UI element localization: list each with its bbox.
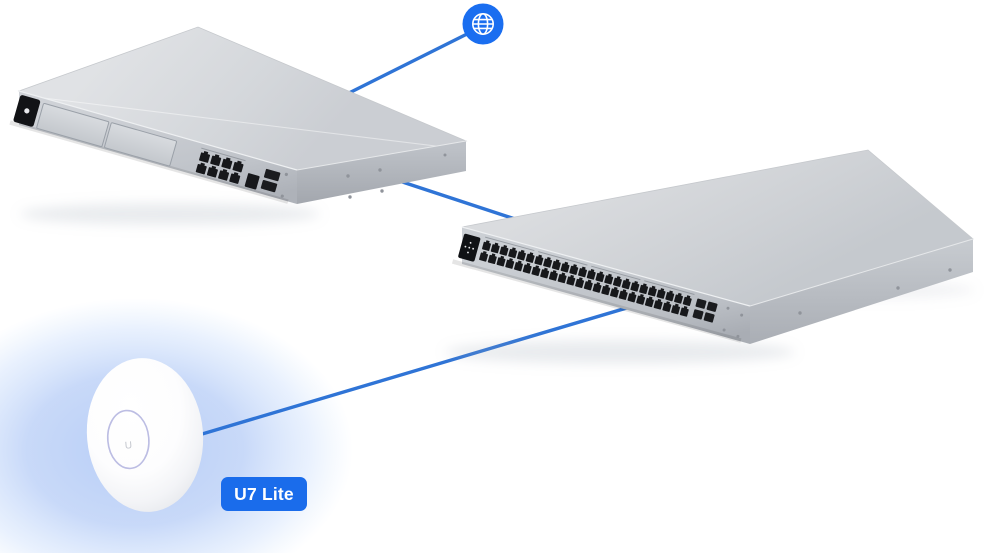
gateway-rj45-port xyxy=(244,173,260,190)
switch-front-screws xyxy=(722,306,744,338)
ap-label-text: U7 Lite xyxy=(234,483,294,504)
device-shadows xyxy=(20,203,975,364)
gateway-device xyxy=(9,26,468,204)
gateway-lid-seam xyxy=(26,95,453,149)
connection-line-internet-gateway xyxy=(343,24,485,97)
gateway-sfp-port-1 xyxy=(263,168,281,182)
switch-bottom-lip xyxy=(451,259,742,343)
gateway-bottom-lip xyxy=(9,120,289,204)
switch-side-top-edge xyxy=(749,238,974,307)
ubiquiti-logo: U xyxy=(124,440,132,452)
switch-front-top-edge xyxy=(461,226,751,307)
gateway-ethernet-ports xyxy=(195,151,244,184)
gateway-side-top-edge xyxy=(296,140,467,171)
switch-device xyxy=(451,149,974,344)
switch-sfp-ports xyxy=(692,298,718,323)
gateway-front-top-edge xyxy=(18,90,298,171)
switch-side-face xyxy=(750,239,973,344)
switch-side-screws xyxy=(798,268,952,315)
gateway-front-screws xyxy=(280,172,288,198)
gateway-side-screws xyxy=(346,153,447,199)
gateway-drive-bay-1 xyxy=(36,102,110,148)
switch-screen-dots xyxy=(464,241,475,254)
gateway-sfp-port-2 xyxy=(260,179,278,193)
gateway-drive-bay-2 xyxy=(104,122,178,167)
gateway-front-panel xyxy=(9,95,289,204)
switch-front-panel xyxy=(451,233,744,343)
gateway-side-face xyxy=(297,141,466,204)
gateway-top-face xyxy=(17,26,468,171)
switch-ethernet-ports xyxy=(479,240,692,317)
internet-node xyxy=(462,3,504,45)
ap-label-badge: U7 Lite xyxy=(221,477,307,511)
connection-line-switch-ap xyxy=(190,302,642,439)
gateway-port-divider xyxy=(201,147,246,162)
ap-led-ring xyxy=(106,409,150,470)
switch-port-dividers xyxy=(485,236,695,295)
globe-icon xyxy=(471,13,494,35)
gateway-screen-dot xyxy=(24,108,30,114)
ap-body xyxy=(86,358,204,512)
access-point-device: U xyxy=(86,358,204,512)
